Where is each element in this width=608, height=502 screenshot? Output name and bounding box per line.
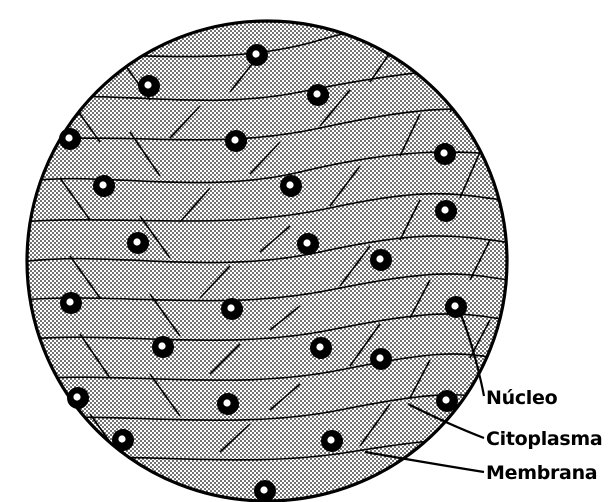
nucleus: [321, 430, 343, 452]
nucleus: [370, 348, 392, 370]
membrane-label: Membrana: [486, 462, 597, 484]
nucleus-label: Núcleo: [486, 387, 557, 409]
nucleus: [127, 232, 149, 254]
cytoplasm-label: Citoplasma: [486, 428, 602, 450]
nucleus: [59, 128, 81, 150]
nucleus: [297, 233, 319, 255]
nucleus: [434, 143, 456, 165]
nucleus: [254, 480, 276, 502]
nucleus: [60, 292, 82, 314]
nucleus: [217, 393, 239, 415]
nucleus: [445, 296, 467, 318]
membrane-wall: [450, 72, 470, 112]
nucleus: [138, 75, 160, 97]
nucleus: [307, 84, 329, 106]
nucleus: [310, 337, 332, 359]
nucleus: [370, 249, 392, 271]
nucleus: [152, 336, 174, 358]
nucleus: [225, 130, 247, 152]
nucleus: [280, 175, 302, 197]
nucleus: [93, 175, 115, 197]
nucleus: [246, 44, 268, 66]
field-of-view: [27, 21, 507, 501]
nucleus: [435, 200, 457, 222]
nucleus: [221, 298, 243, 320]
